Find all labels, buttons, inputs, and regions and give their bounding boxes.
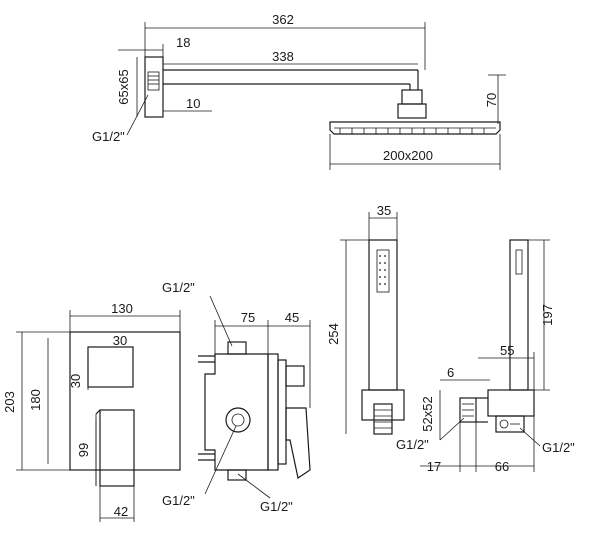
dim-outlet-size: 52x52 xyxy=(420,396,435,431)
dim-overall-length: 362 xyxy=(272,12,294,27)
dim-lever-height: 99 xyxy=(76,443,91,457)
dim-depth-a: 75 xyxy=(241,310,255,325)
dim-plate-size: 65x65 xyxy=(116,69,131,104)
trim-plate-assembly: 130 30 203 180 30 99 42 xyxy=(2,301,181,522)
dim-outlet-total: 66 xyxy=(495,459,509,474)
mixer-lever-side xyxy=(285,407,311,479)
dim-holder-offset: 55 xyxy=(500,343,514,358)
dim-holder-height: 197 xyxy=(540,304,555,326)
thread-label-hand-right: G1/2" xyxy=(542,440,575,455)
shower-head-assembly: 362 18 338 65x65 10 G1/2" 70 200x200 xyxy=(92,12,506,170)
dim-knob-height: 30 xyxy=(68,374,83,388)
wall-outlet xyxy=(459,397,477,423)
bottom-outlet xyxy=(227,469,247,481)
dim-outlet-width: 17 xyxy=(427,459,441,474)
dim-drop-height: 70 xyxy=(484,93,499,107)
side-outlet xyxy=(285,365,305,387)
thread-label-mixer-top: G1/2" xyxy=(162,280,195,295)
dim-plate-offset: 18 xyxy=(176,35,190,50)
mixer-housing xyxy=(204,353,269,471)
thread-label-top: G1/2" xyxy=(92,129,125,144)
mixer-body-assembly: 75 45 G1/2" G1/2" G1/2" xyxy=(162,280,311,514)
dim-outlet-offset: 6 xyxy=(447,365,454,380)
head-connector xyxy=(401,89,423,105)
dim-lever-width: 42 xyxy=(114,504,128,519)
dim-trim-inner-height: 180 xyxy=(28,389,43,411)
dim-depth-b: 45 xyxy=(285,310,299,325)
dim-knob-width: 30 xyxy=(113,333,127,348)
hand-shower-body xyxy=(368,239,398,391)
plate-thread-hatch xyxy=(147,71,160,91)
dim-head-size: 200x200 xyxy=(383,148,433,163)
holder-bar xyxy=(509,239,529,391)
trim-plate xyxy=(69,331,181,471)
thread-label-mixer-bottom-left: G1/2" xyxy=(162,493,195,508)
wall-plate xyxy=(144,56,164,118)
dim-trim-width: 130 xyxy=(111,301,133,316)
dim-arm-length: 338 xyxy=(272,49,294,64)
top-outlet xyxy=(227,341,247,355)
hand-shower-base xyxy=(361,389,405,421)
thread-label-hand-left: G1/2" xyxy=(396,437,429,452)
dim-trim-height: 203 xyxy=(2,391,17,413)
nozzle-row xyxy=(339,128,485,134)
hand-shower-assembly: 35 254 197 55 6 52x52 G1/ xyxy=(326,203,575,474)
cartridge-circle xyxy=(225,407,251,433)
holder-base xyxy=(487,389,535,417)
spray-face xyxy=(376,249,390,293)
shower-head xyxy=(329,121,501,135)
diverter-knob xyxy=(87,346,134,388)
dim-plate-depth: 10 xyxy=(186,96,200,111)
mixer-lever xyxy=(99,409,135,487)
thread-label-mixer-bottom-right: G1/2" xyxy=(260,499,293,514)
dim-handle-length: 254 xyxy=(326,323,341,345)
dim-hand-head-width: 35 xyxy=(377,203,391,218)
